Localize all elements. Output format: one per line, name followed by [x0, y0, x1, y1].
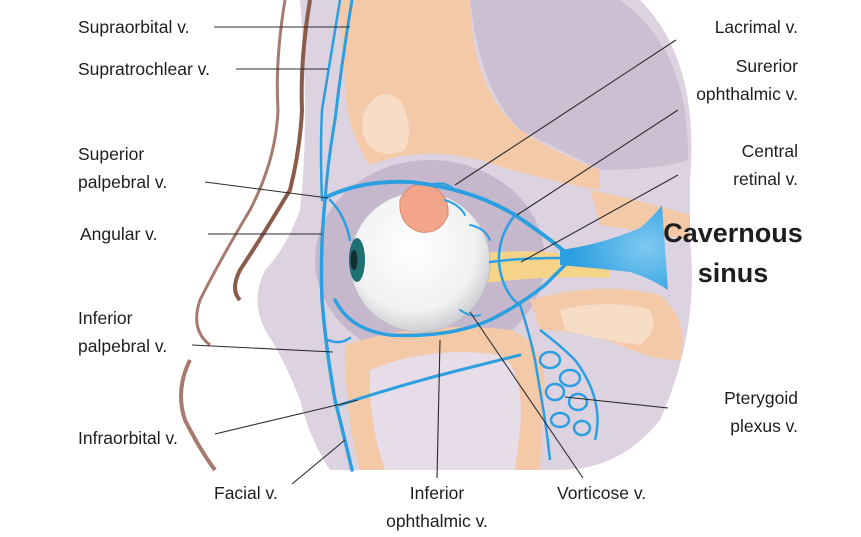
- label-supraorbital: Supraorbital v.: [78, 17, 190, 37]
- label-central-retinal-1: Central: [742, 141, 798, 161]
- anatomy-background: [179, 0, 692, 472]
- label-supratrochlear: Supratrochlear v.: [78, 59, 210, 79]
- supratrochlear-vein: [319, 0, 342, 202]
- label-infraorbital: Infraorbital v.: [78, 428, 178, 448]
- nose-profile-lower: [179, 359, 217, 472]
- central-retinal-vein: [488, 256, 562, 264]
- nose-profile: [195, 0, 287, 347]
- sphenoid-bone-upper: [590, 190, 690, 240]
- label-superior-ophthalmic-2: ophthalmic v.: [696, 84, 798, 104]
- supraorbital-vein: [323, 0, 354, 202]
- label-superior-palpebral-1: Superior: [78, 144, 144, 164]
- label-lacrimal: Lacrimal v.: [715, 17, 798, 37]
- label-inferior-ophthalmic-2: ophthalmic v.: [386, 511, 488, 531]
- cranial-region: [470, 0, 689, 170]
- label-pterygoid-1: Pterygoid: [724, 388, 798, 408]
- label-inferior-palpebral-1: Inferior: [78, 308, 133, 328]
- frontal-sinus: [362, 94, 409, 154]
- label-inferior-palpebral-2: palpebral v.: [78, 336, 167, 356]
- label-vorticose: Vorticose v.: [557, 483, 646, 503]
- lacrimal-vein: [429, 182, 491, 241]
- label-inferior-ophthalmic-1: Inferior: [410, 483, 465, 503]
- label-pterygoid-2: plexus v.: [730, 416, 798, 436]
- cavernous-sinus-shape: [560, 205, 668, 290]
- venous-network: [319, 0, 668, 472]
- maxillary-sinus: [369, 352, 521, 470]
- leader-lines: [191, 26, 679, 485]
- label-cavernous-2: sinus: [698, 258, 769, 288]
- label-superior-ophthalmic-1: Surerior: [736, 56, 798, 76]
- pupil: [350, 250, 358, 270]
- superior-palpebral-vein: [328, 198, 352, 242]
- vorticose-vein: [459, 309, 481, 317]
- label-central-retinal-2: retinal v.: [733, 169, 798, 189]
- label-cavernous-1: Cavernous: [663, 218, 803, 248]
- label-angular: Angular v.: [80, 224, 158, 244]
- sphenoid-sinus: [560, 304, 654, 345]
- posterior-connector-vein: [497, 213, 522, 307]
- superior-ophthalmic-vein: [323, 179, 567, 254]
- pterygoid-plexus: [518, 304, 599, 461]
- label-facial: Facial v.: [214, 483, 278, 503]
- nasal-bone-line: [233, 0, 312, 302]
- eyeball: [349, 183, 491, 333]
- inferior-ophthalmic-vein: [333, 263, 567, 338]
- angular-facial-vein: [319, 198, 354, 472]
- label-superior-palpebral-2: palpebral v.: [78, 172, 167, 192]
- labels: Supraorbital v. Supratrochlear v. Superi…: [78, 17, 803, 531]
- inferior-palpebral-vein: [326, 336, 352, 344]
